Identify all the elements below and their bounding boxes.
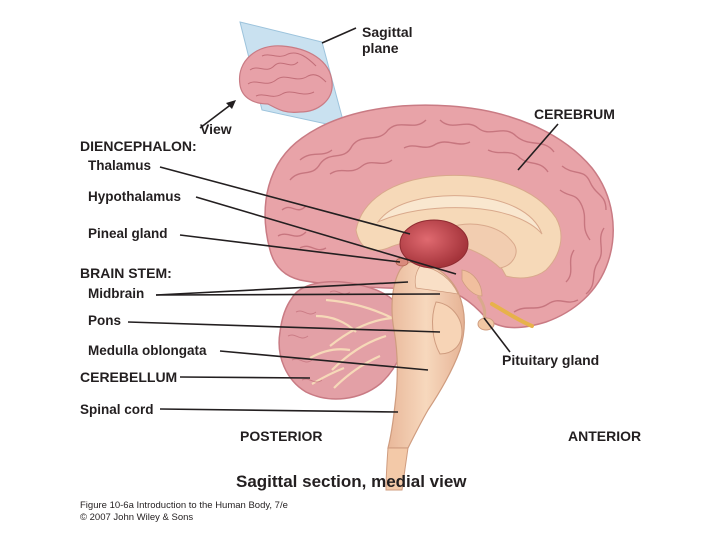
hypothalamus [461, 269, 483, 297]
sagittal-plane-label-line1: Sagittal [362, 24, 413, 40]
credit-line-1: Figure 10-6a Introduction to the Human B… [80, 500, 288, 511]
pituitary-stalk [476, 295, 487, 319]
midbrain-label: Midbrain [88, 286, 145, 301]
hypothalamus-label: Hypothalamus [88, 189, 182, 204]
cerebrum-label: CEREBRUM [534, 106, 615, 122]
thalamus-label: Thalamus [88, 158, 152, 173]
spinal-cord-label: Spinal cord [80, 402, 154, 417]
credit-line-2: © 2007 John Wiley & Sons [80, 512, 194, 523]
corpus-callosum [376, 195, 543, 235]
sagittal-plane-label-line2: plane [362, 40, 399, 56]
optic-nerve [490, 302, 534, 328]
medulla-oblongata-label: Medulla oblongata [88, 343, 207, 358]
inset-small-brain [238, 45, 333, 113]
posterior-label: POSTERIOR [240, 428, 323, 444]
spinal-cord [385, 447, 409, 491]
cerebellum-label: CEREBELLUM [80, 369, 178, 385]
pituitary-gland-label: Pituitary gland [502, 352, 600, 368]
figure-title: Sagittal section, medial view [236, 472, 467, 491]
midbrain [414, 265, 459, 295]
pons [432, 301, 463, 355]
inset-brain-view [199, 21, 357, 129]
brain-stem-label: BRAIN STEM: [80, 265, 172, 281]
diencephalon-label: DIENCEPHALON: [80, 138, 197, 154]
anterior-label: ANTERIOR [568, 428, 642, 444]
pineal-gland-label: Pineal gland [88, 226, 168, 241]
cerebellum-arbor-vitae [309, 298, 393, 389]
leader-lines [127, 123, 559, 413]
view-label: View [200, 121, 232, 137]
pons-label: Pons [88, 313, 122, 328]
cerebrum-gyri [277, 119, 607, 313]
